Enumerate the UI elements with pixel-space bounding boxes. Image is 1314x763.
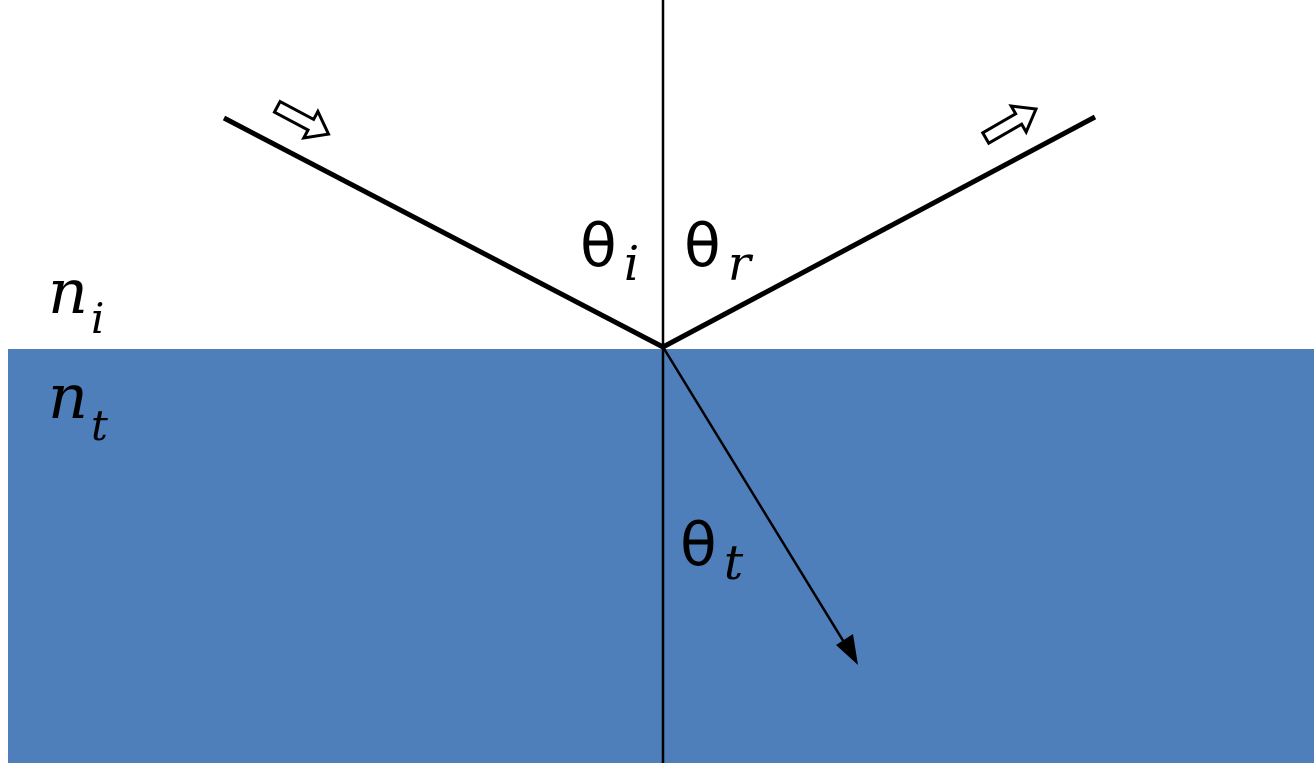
incident-ray	[222, 115, 665, 350]
incident-direction-arrow-icon	[272, 99, 331, 140]
transmitted-arrowhead-icon	[836, 634, 858, 665]
n-i-label: n i	[48, 255, 104, 343]
n-t-sub: t	[91, 401, 108, 450]
reflected-direction-arrow-icon	[980, 104, 1039, 146]
n-t-base: n	[48, 360, 88, 433]
n-i-base: n	[48, 255, 88, 328]
theta-r-label: θ r	[684, 211, 754, 292]
theta-t-base: θ	[680, 510, 717, 580]
reflected-ray	[661, 114, 1097, 350]
theta-r-base: θ	[684, 211, 721, 281]
transmitted-ray	[661, 346, 852, 653]
theta-i-label: θ i	[580, 211, 639, 292]
theta-r-sub: r	[728, 236, 754, 292]
lower-medium	[8, 349, 1314, 763]
n-t-label: n t	[48, 360, 108, 450]
theta-i-base: θ	[580, 211, 617, 281]
theta-t-label: θ t	[680, 510, 744, 591]
theta-t-sub: t	[724, 535, 744, 591]
n-i-sub: i	[91, 294, 104, 343]
theta-i-sub: i	[624, 236, 639, 292]
